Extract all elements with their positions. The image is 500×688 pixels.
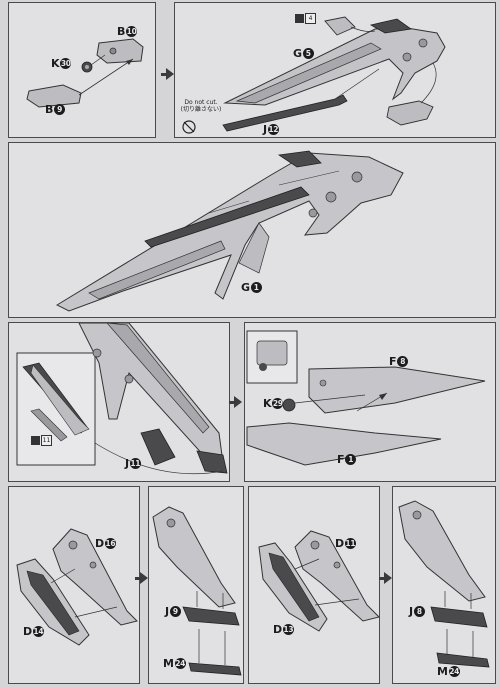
step1-flow-arrow [161, 68, 174, 80]
step1-ref-marker: 4 [295, 13, 316, 24]
part-d11 [294, 530, 380, 622]
step4-c-drawing [258, 530, 380, 632]
step3-right-drawing [246, 330, 486, 466]
step1-right-drawing [182, 16, 446, 134]
part-b10 [96, 38, 144, 64]
step4-flow-arrow-b [379, 572, 392, 584]
part-assembled-b [398, 500, 486, 602]
part-b9 [26, 84, 82, 108]
step4-d-drawing [398, 500, 490, 668]
step3-flow-arrow [229, 396, 242, 408]
step4-b-drawing [152, 506, 242, 676]
part-j11 [140, 428, 176, 466]
part-d16 [52, 528, 138, 626]
part-k29 [282, 398, 296, 412]
step4-flow-arrow-a [135, 572, 148, 584]
part-f1 [246, 422, 442, 466]
part-f8 [308, 366, 486, 414]
part-small-top [324, 16, 356, 36]
step3-ref-marker: 11 [31, 435, 52, 446]
do-not-cut-note: Do not cut.(切り離さない) [180, 99, 222, 113]
step4-a-drawing [16, 528, 138, 646]
hand-icon-2 [31, 436, 40, 445]
step1-left-drawing [26, 38, 144, 108]
no-cut-icon [182, 120, 196, 134]
hand-icon [295, 14, 304, 23]
step3-left-drawing [16, 323, 228, 475]
part-frame [78, 323, 224, 464]
part-right-bracket [386, 100, 434, 126]
part-assembled-a [152, 506, 236, 608]
step2-drawing [55, 150, 404, 312]
